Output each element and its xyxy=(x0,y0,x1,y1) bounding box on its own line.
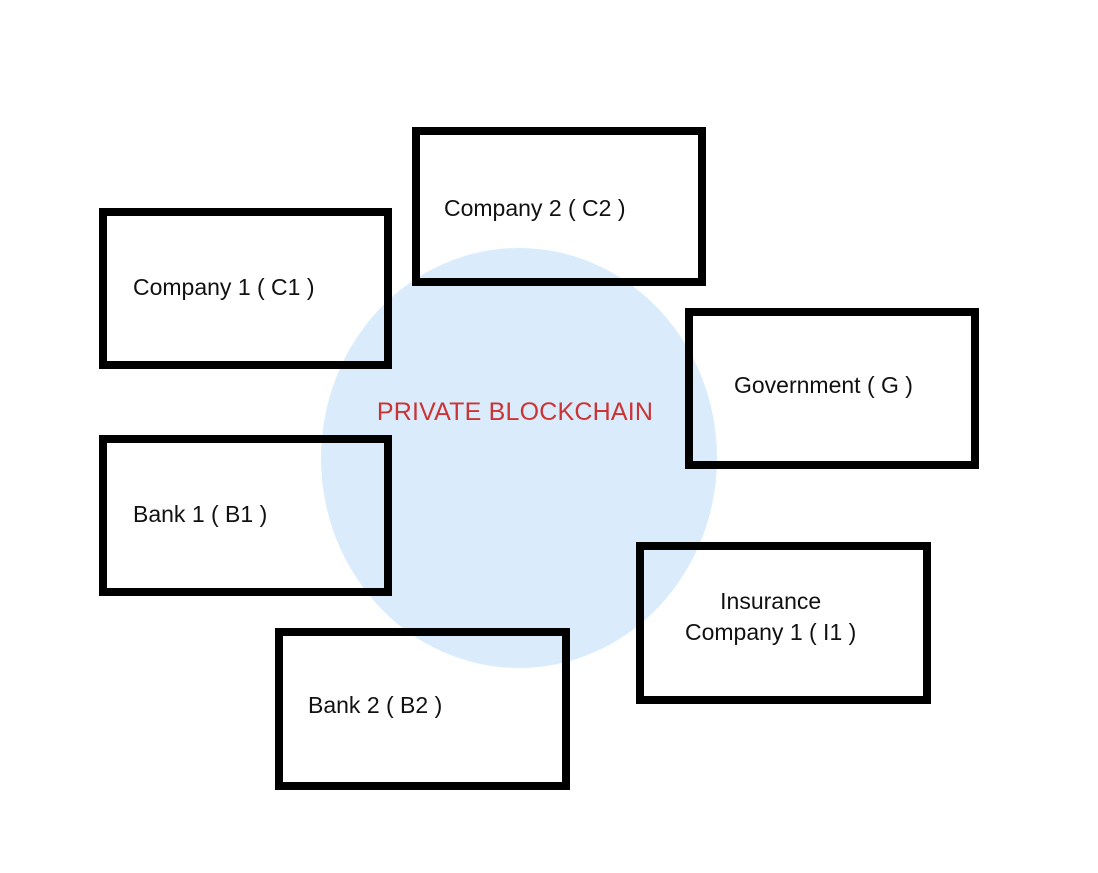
node-insurance-company-1: Insurance Company 1 ( I1 ) xyxy=(636,542,931,704)
node-government: Government ( G ) xyxy=(685,308,979,469)
node-company-2-label: Company 2 ( C2 ) xyxy=(444,195,626,221)
node-government-label: Government ( G ) xyxy=(734,372,913,398)
node-bank-2-label: Bank 2 ( B2 ) xyxy=(308,692,443,718)
node-insurance-line-2: Company 1 ( I1 ) xyxy=(685,619,857,645)
node-company-2: Company 2 ( C2 ) xyxy=(412,127,706,286)
node-bank-2: Bank 2 ( B2 ) xyxy=(275,628,570,790)
node-insurance-line-1: Insurance xyxy=(720,588,822,614)
node-company-1-label: Company 1 ( C1 ) xyxy=(133,274,315,300)
private-blockchain-label: PRIVATE BLOCKCHAIN xyxy=(376,398,654,426)
node-bank-1-label: Bank 1 ( B1 ) xyxy=(133,500,268,527)
node-insurance-company-1-label: Insurance Company 1 ( I1 ) xyxy=(685,586,856,648)
node-company-1: Company 1 ( C1 ) xyxy=(99,208,392,369)
node-bank-1: Bank 1 ( B1 ) xyxy=(99,435,392,596)
